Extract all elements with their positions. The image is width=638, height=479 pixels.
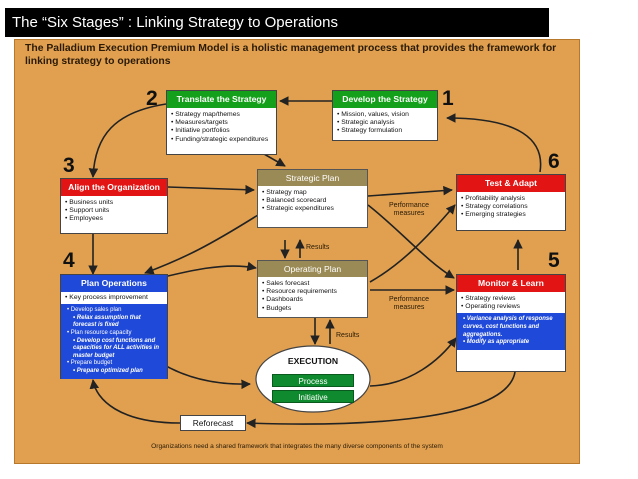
translate-item: Funding/strategic expenditures [175,136,272,144]
performance-measures-label-top: Performance measures [388,202,430,217]
arrow-strategic-to-test [367,185,453,197]
plan-operations-box: Plan Operations Key process improvement … [60,274,168,379]
translate-item: Strategy map/themes [175,111,272,119]
arrow-align-to-strategic [167,184,255,195]
test-item: Profitability analysis [465,195,561,203]
arrow-test-to-develop [446,113,542,173]
plan-detail-italic: • Relax assumption that forecast is fixe… [73,314,141,329]
monitor-item: Strategy reviews [465,295,561,303]
operating-item: Resource requirements [266,288,363,296]
align-organization-title: Align the Organization [61,179,167,196]
arrow-operating-to-test [369,204,456,283]
plan-operations-details: • Develop sales plan • Relax assumption … [61,304,167,379]
monitor-item: Operating reviews [465,303,561,311]
plan-detail-italic: • Prepare optimized plan [73,367,143,374]
align-item: Business units [69,199,163,207]
results-label-top: Results [306,244,330,251]
stage-number-3: 3 [63,154,75,177]
plan-operations-title: Plan Operations [61,275,167,292]
operating-item: Dashboards [266,296,363,304]
arrow-translate-to-align [88,103,167,178]
plan-detail-italic: • Develop cost functions and capacities … [73,337,160,359]
operating-plan-box: Operating Plan Sales forecast Resource r… [257,260,368,318]
develop-strategy-box: Develop the Strategy Mission, values, vi… [332,90,438,141]
align-organization-box: Align the Organization Business units Su… [60,178,168,234]
develop-item: Strategy formulation [341,127,433,135]
plan-detail: • Prepare budget [67,360,113,367]
results-label-bottom: Results [336,332,360,339]
performance-measures-label-bottom: Performance measures [388,296,430,311]
strategic-item: Strategy map [266,189,363,197]
plan-item: Key process improvement [69,294,163,302]
arrow-reforecast-to-plan [89,379,181,424]
arrow-strategic-to-plan [144,214,259,275]
plan-detail: • Develop sales plan [67,307,122,314]
align-item: Employees [69,215,163,223]
process-bar: Process [272,374,354,387]
stage-number-5: 5 [548,249,560,272]
translate-strategy-title: Translate the Strategy [167,91,276,108]
test-item: Emerging strategies [465,211,561,219]
test-adapt-title: Test & Adapt [457,175,565,192]
reforecast-box: Reforecast [180,415,246,431]
strategic-item: Strategic expenditures [266,205,363,213]
develop-strategy-title: Develop the Strategy [333,91,437,108]
operating-item: Sales forecast [266,280,363,288]
monitor-detail: • Modify as appropriate [463,339,530,346]
align-item: Support units [69,207,163,215]
arrow-execution-to-monitor [369,337,457,387]
plan-detail: • Plan resource capacity [67,329,132,336]
test-item: Strategy correlations [465,203,561,211]
strategic-plan-box: Strategic Plan Strategy map Balanced sco… [257,169,368,228]
test-adapt-box: Test & Adapt Profitability analysis Stra… [456,174,566,231]
operating-item: Budgets [266,305,363,313]
operating-plan-title: Operating Plan [258,261,367,277]
model-header: The Palladium Execution Premium Model is… [25,43,557,67]
translate-strategy-box: Translate the Strategy Strategy map/them… [166,90,277,155]
strategic-plan-title: Strategic Plan [258,170,367,186]
stage-number-1: 1 [442,87,454,110]
develop-item: Strategic analysis [341,119,433,127]
monitor-learn-title: Monitor & Learn [457,275,565,292]
footer-note: Organizations need a shared framework th… [151,443,443,450]
monitor-learn-box: Monitor & Learn Strategy reviews Operati… [456,274,566,372]
arrow-monitor-to-reforecast [246,371,516,429]
stage-number-4: 4 [63,249,75,272]
develop-item: Mission, values, vision [341,111,433,119]
slide-title: The “Six Stages” : Linking Strategy to O… [5,8,549,37]
monitor-detail: • Variance analysis of response curves, … [463,316,553,338]
initiative-bar: Initiative [272,390,354,403]
stage-number-6: 6 [548,150,560,173]
arrow-strategic-to-monitor [367,204,455,279]
execution-title: EXECUTION [287,356,339,366]
translate-item: Measures/targets [175,119,272,127]
stage-number-2: 2 [146,87,158,110]
monitor-learn-details: • Variance analysis of response curves, … [457,313,565,350]
strategic-item: Balanced scorecard [266,197,363,205]
translate-item: Initiative portfolios [175,127,272,135]
